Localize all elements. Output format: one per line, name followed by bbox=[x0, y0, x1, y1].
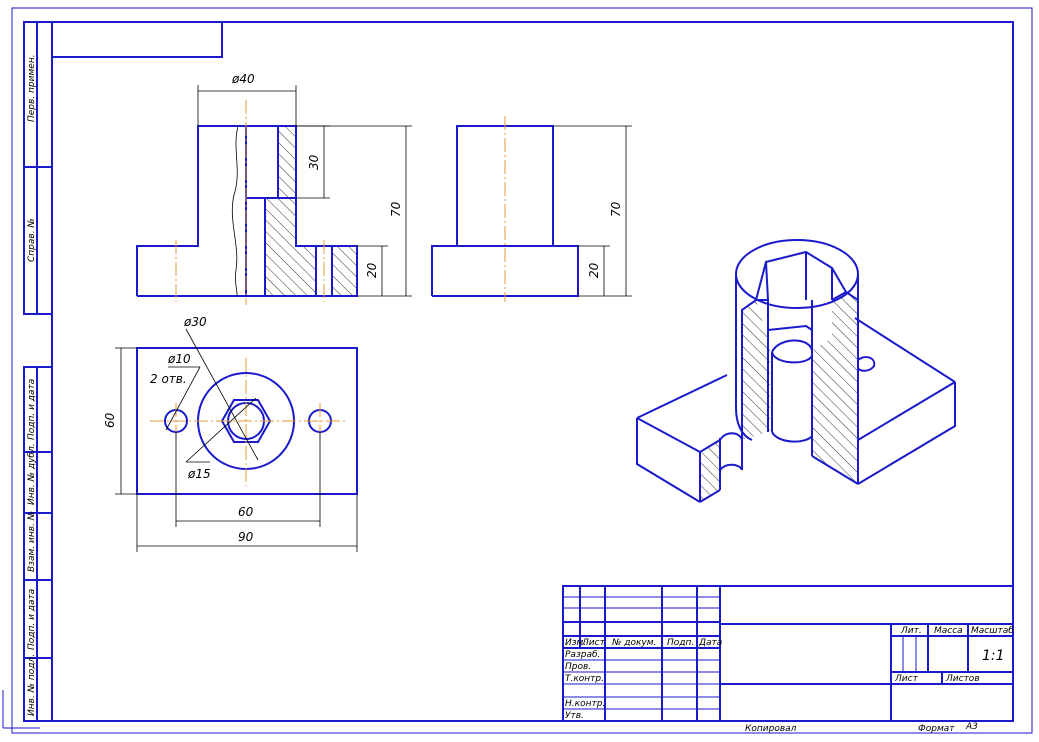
front-view bbox=[136, 85, 412, 305]
tb-n-kontr: Н.контр. bbox=[565, 699, 605, 709]
footer-kopiroval: Копировал bbox=[745, 724, 797, 734]
isometric-view bbox=[636, 239, 956, 503]
tb-no-dokum: № докум. bbox=[611, 638, 656, 648]
tb-masshtab: Масштаб bbox=[971, 626, 1014, 636]
dim-h20-front: 20 bbox=[365, 262, 379, 278]
footer-format: Формат bbox=[918, 724, 955, 734]
tb-razrab: Разраб. bbox=[565, 650, 600, 660]
tb-podp: Подп. bbox=[667, 638, 694, 648]
dim-holes: 2 отв. bbox=[150, 372, 187, 386]
dim-d40: ø40 bbox=[231, 72, 255, 86]
tb-lit: Лит. bbox=[900, 626, 922, 636]
dim-d10: ø10 bbox=[167, 352, 191, 366]
margin-label-inv-podl: Инв. № подл. bbox=[27, 654, 37, 716]
dim-w60-spacing: 60 bbox=[238, 505, 254, 519]
margin-label-vzam-inv: Взам. инв. № bbox=[27, 511, 37, 572]
tb-utv: Утв. bbox=[565, 711, 584, 721]
tb-prov: Пров. bbox=[565, 662, 591, 672]
tb-t-kontr: Т.контр. bbox=[565, 674, 604, 684]
tb-sheet-listov: Листов bbox=[945, 674, 980, 684]
dim-w90: 90 bbox=[238, 530, 254, 544]
dim-d30: ø30 bbox=[183, 315, 207, 329]
side-view bbox=[431, 116, 632, 302]
dim-h70-side: 70 bbox=[609, 201, 623, 217]
tb-sheet-list: Лист bbox=[894, 674, 919, 684]
dim-w60: 60 bbox=[103, 412, 117, 428]
dim-h70-front: 70 bbox=[389, 201, 403, 217]
dim-d15: ø15 bbox=[187, 467, 211, 481]
footer-format-value: А3 bbox=[965, 722, 978, 732]
corner-mark-icon bbox=[2, 690, 40, 729]
tb-izm: Изм. bbox=[565, 638, 586, 648]
dim-h30: 30 bbox=[307, 154, 321, 170]
tb-masshtab-value: 1:1 bbox=[982, 648, 1005, 664]
title-block bbox=[562, 585, 1014, 722]
tb-list: Лист bbox=[581, 638, 606, 648]
dim-h20-side: 20 bbox=[587, 262, 601, 278]
margin-label-sprav-no: Справ. № bbox=[27, 218, 37, 262]
margin-label-perv-primen: Перв. примен. bbox=[27, 54, 37, 122]
tb-data: Дата bbox=[698, 638, 722, 648]
sheet-frame bbox=[11, 7, 1033, 734]
top-view bbox=[115, 328, 358, 552]
tb-massa: Масса bbox=[934, 626, 963, 636]
margin-label-podp-data-1: Подп. и дата bbox=[27, 379, 37, 440]
margin-label-podp-data-2: Подп. и дата bbox=[27, 589, 37, 650]
margin-label-inv-dubl: Инв. № дубл. bbox=[27, 443, 37, 505]
